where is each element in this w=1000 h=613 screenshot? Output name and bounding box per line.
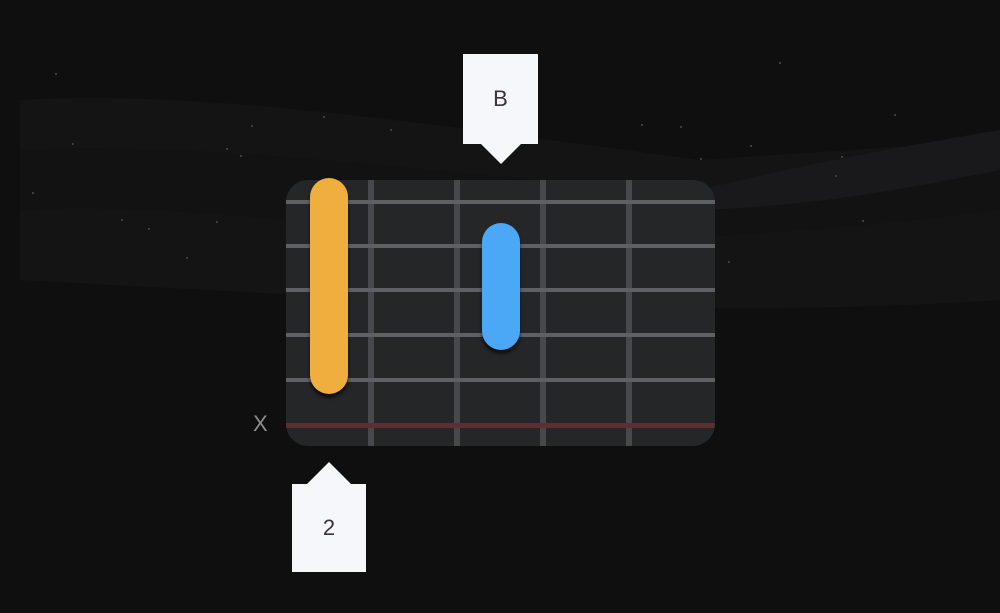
note-callout-top: B (463, 54, 538, 164)
star (323, 116, 325, 118)
star (680, 126, 682, 128)
star (700, 158, 702, 160)
star (841, 156, 843, 158)
note-callout-top-label: B (493, 86, 508, 111)
star (226, 148, 228, 150)
star (186, 257, 188, 259)
star (641, 124, 643, 126)
barre-finger-marker[interactable] (310, 178, 348, 394)
fret-line-1 (368, 180, 374, 446)
star (32, 192, 34, 194)
star (862, 220, 864, 222)
star (55, 73, 57, 75)
string-1 (286, 200, 715, 204)
star (216, 221, 218, 223)
star (835, 175, 837, 177)
muted-string-6 (286, 423, 715, 428)
fret-line-2 (454, 180, 460, 446)
star (779, 62, 781, 64)
fret-number-label: 2 (322, 515, 336, 540)
star (894, 114, 896, 116)
star (121, 219, 123, 221)
star (251, 125, 253, 127)
fret-line-3 (540, 180, 546, 446)
star (148, 228, 150, 230)
muted-string-label: X (253, 411, 268, 436)
fret-line-4 (626, 180, 632, 446)
star (72, 143, 74, 145)
fret-number-callout: 2 (292, 462, 366, 572)
star (390, 129, 392, 131)
string-5 (286, 378, 715, 382)
star (728, 261, 730, 263)
star (240, 155, 242, 157)
finger-marker[interactable] (482, 223, 520, 350)
star (750, 145, 752, 147)
